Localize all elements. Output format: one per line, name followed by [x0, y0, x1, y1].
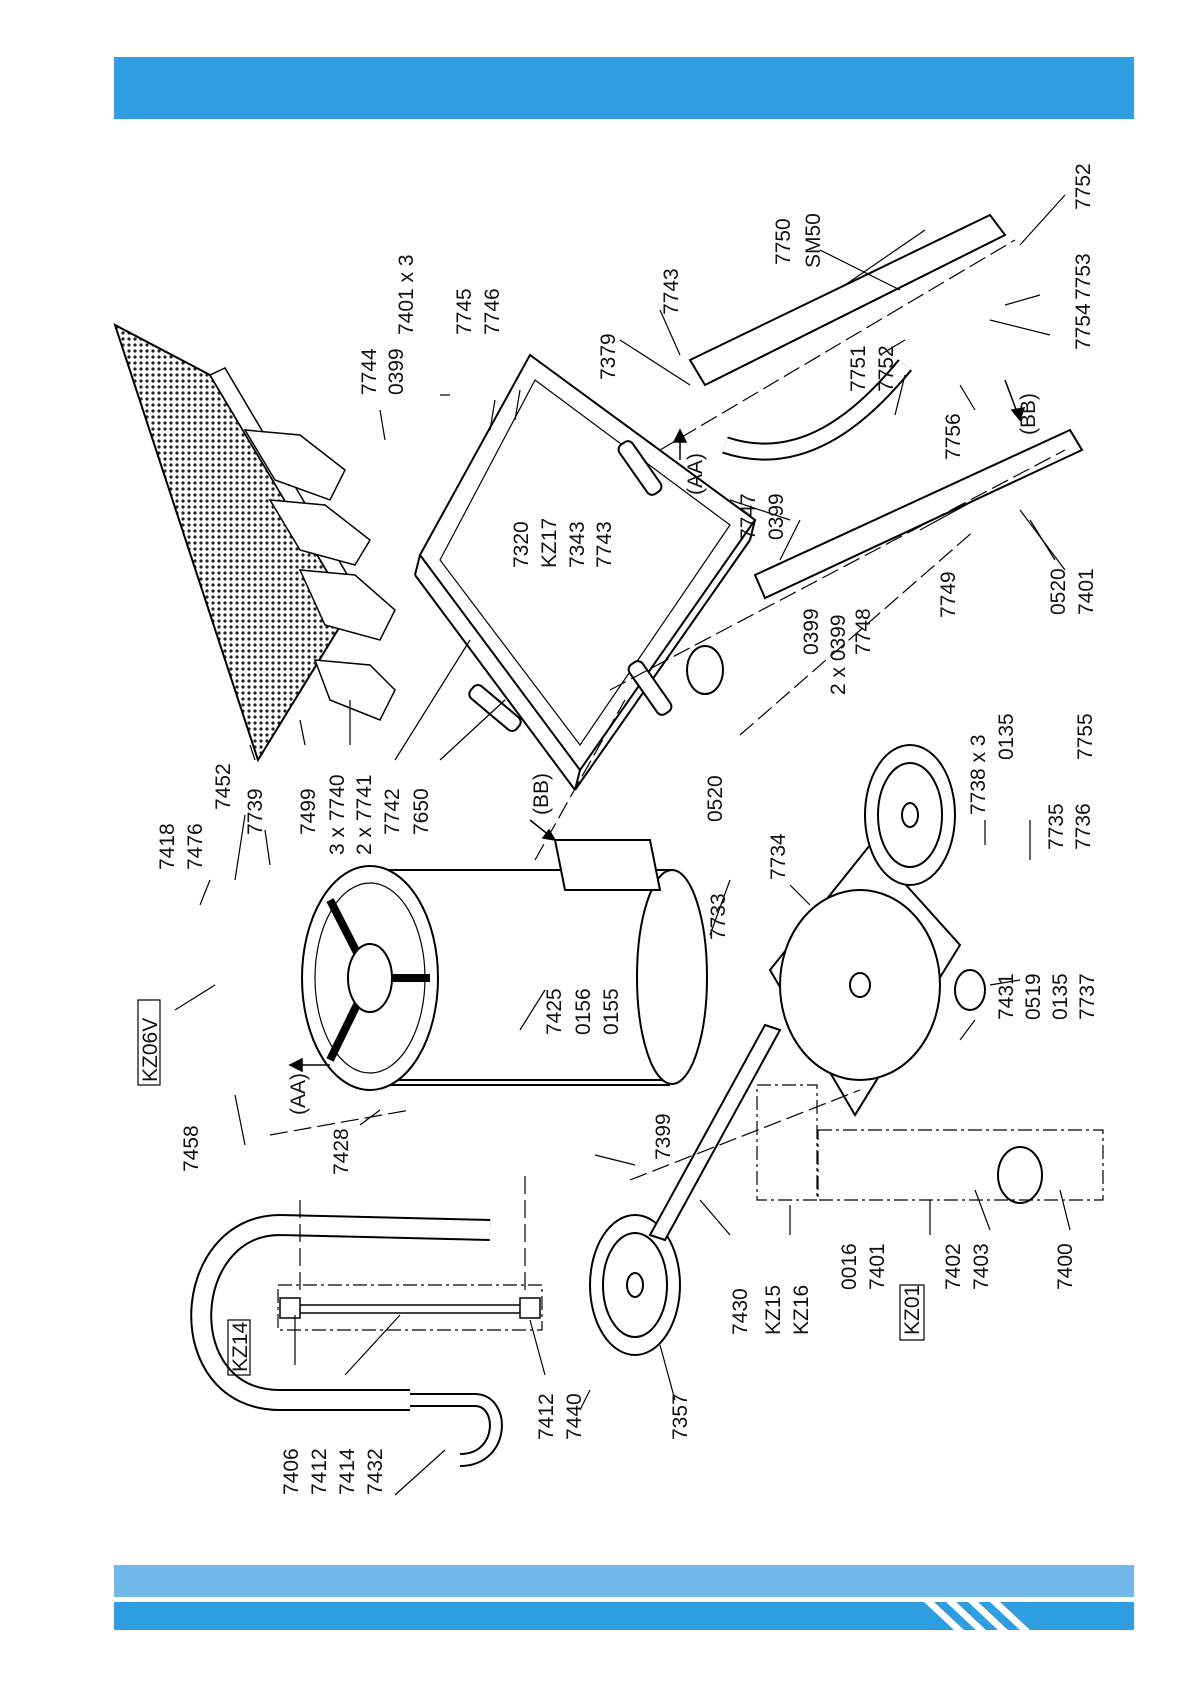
label-7736: 7736: [1072, 803, 1095, 850]
label-7733: 7733: [707, 893, 730, 940]
section-arrows: [288, 379, 1026, 1073]
label-7745: 7745: [453, 288, 476, 335]
label-7749: 7749: [937, 571, 960, 618]
label-7418: 7418: [156, 823, 179, 870]
label-2x0399: 2 x 0399: [827, 614, 850, 695]
label-7412: 7412: [308, 1448, 331, 1495]
wheel-left: [589, 1214, 681, 1356]
label-7458: 7458: [180, 1125, 203, 1172]
label-7748: 7748: [852, 608, 875, 655]
label-7400: 7400: [1054, 1243, 1077, 1290]
label-7650: 7650: [410, 788, 433, 835]
label-7401: 7401: [866, 1243, 889, 1290]
label-7452: 7452: [212, 763, 235, 810]
handle-bars: [688, 213, 1084, 600]
label-7743: 7743: [593, 521, 616, 568]
label-7744: 7744: [358, 348, 381, 395]
label-0156: 0156: [572, 988, 595, 1035]
label-7735: 7735: [1045, 803, 1068, 850]
label-KZ01: KZ01: [901, 1285, 924, 1335]
label-2x7741: 2 x 7741: [353, 774, 376, 855]
label-7476: 7476: [184, 823, 207, 870]
label-7756: 7756: [942, 413, 965, 460]
label-7752: 7752: [875, 345, 898, 392]
label-7357: 7357: [669, 1393, 692, 1440]
stripes-decoration: [924, 1602, 1030, 1630]
label-7738x3: 7738 x 3: [967, 734, 990, 815]
label-0520: 0520: [704, 775, 727, 822]
label-7402: 7402: [942, 1243, 965, 1290]
label-0135: 0135: [995, 713, 1018, 760]
label-0399: 0399: [765, 493, 788, 540]
label-7343: 7343: [566, 521, 589, 568]
label-BB: (BB): [1017, 393, 1040, 435]
label-7499: 7499: [297, 788, 320, 835]
group-boxes: [137, 999, 1104, 1376]
label-7430: 7430: [729, 1288, 752, 1335]
label-7401x3: 7401 x 3: [395, 254, 418, 335]
label-0519: 0519: [1022, 973, 1045, 1020]
label-7734: 7734: [767, 833, 790, 880]
label-7747: 7747: [737, 493, 760, 540]
part-labels: 7752 7750 SM50 7753 7754 7751 7752 7756 …: [139, 163, 1099, 1495]
label-0016: 0016: [838, 1243, 861, 1290]
label-7431: 7431: [995, 973, 1018, 1020]
label-7440: 7440: [563, 1393, 586, 1440]
label-BB: (BB): [530, 773, 553, 815]
tank: [301, 839, 708, 1091]
kz14-tube: [279, 1297, 541, 1319]
label-3x7740: 3 x 7740: [326, 774, 349, 855]
label-SM50: SM50: [802, 213, 825, 268]
label-AA: (AA): [684, 453, 707, 495]
shelf-brackets: [243, 429, 396, 721]
label-7737: 7737: [1076, 973, 1099, 1020]
label-7752: 7752: [1072, 163, 1095, 210]
label-KZ16: KZ16: [790, 1285, 813, 1335]
label-0135: 0135: [1049, 973, 1072, 1020]
label-7432: 7432: [364, 1448, 387, 1495]
label-KZ15: KZ15: [762, 1285, 785, 1335]
label-7428: 7428: [330, 1128, 353, 1175]
label-7403: 7403: [970, 1243, 993, 1290]
label-KZ14: KZ14: [229, 1321, 252, 1372]
label-0399: 0399: [800, 608, 823, 655]
label-7751: 7751: [847, 345, 870, 392]
label-KZ17: KZ17: [538, 518, 561, 568]
footer-bar-dark: [114, 1602, 1134, 1630]
label-7755: 7755: [1074, 713, 1097, 760]
label-KZ06V: KZ06V: [139, 1018, 162, 1082]
label-7412: 7412: [535, 1393, 558, 1440]
label-7743: 7743: [660, 268, 683, 315]
axle: [648, 1023, 782, 1242]
hose: [190, 359, 912, 1467]
label-7754: 7754: [1072, 303, 1095, 350]
leader-lines: [174, 194, 1071, 1496]
label-7414: 7414: [336, 1448, 359, 1495]
label-7401: 7401: [1075, 568, 1098, 615]
label-7742: 7742: [381, 788, 404, 835]
label-0155: 0155: [600, 988, 623, 1035]
label-7753: 7753: [1072, 253, 1095, 300]
label-0520: 0520: [1047, 568, 1070, 615]
label-7399: 7399: [652, 1113, 675, 1160]
label-AA: (AA): [287, 1073, 310, 1115]
label-7750: 7750: [772, 218, 795, 265]
wheel-right: [864, 744, 956, 886]
footer-bar-light: [114, 1565, 1134, 1597]
header-bar: [114, 57, 1134, 119]
label-7379: 7379: [597, 333, 620, 380]
tray-frame: [414, 353, 757, 791]
label-7739: 7739: [244, 788, 267, 835]
label-7425: 7425: [543, 988, 566, 1035]
label-7746: 7746: [481, 288, 504, 335]
caster-wheel: [686, 645, 1043, 1204]
label-7320: 7320: [510, 521, 533, 568]
base-plate: [768, 843, 962, 1117]
label-0399: 0399: [385, 348, 408, 395]
label-7406: 7406: [280, 1448, 303, 1495]
